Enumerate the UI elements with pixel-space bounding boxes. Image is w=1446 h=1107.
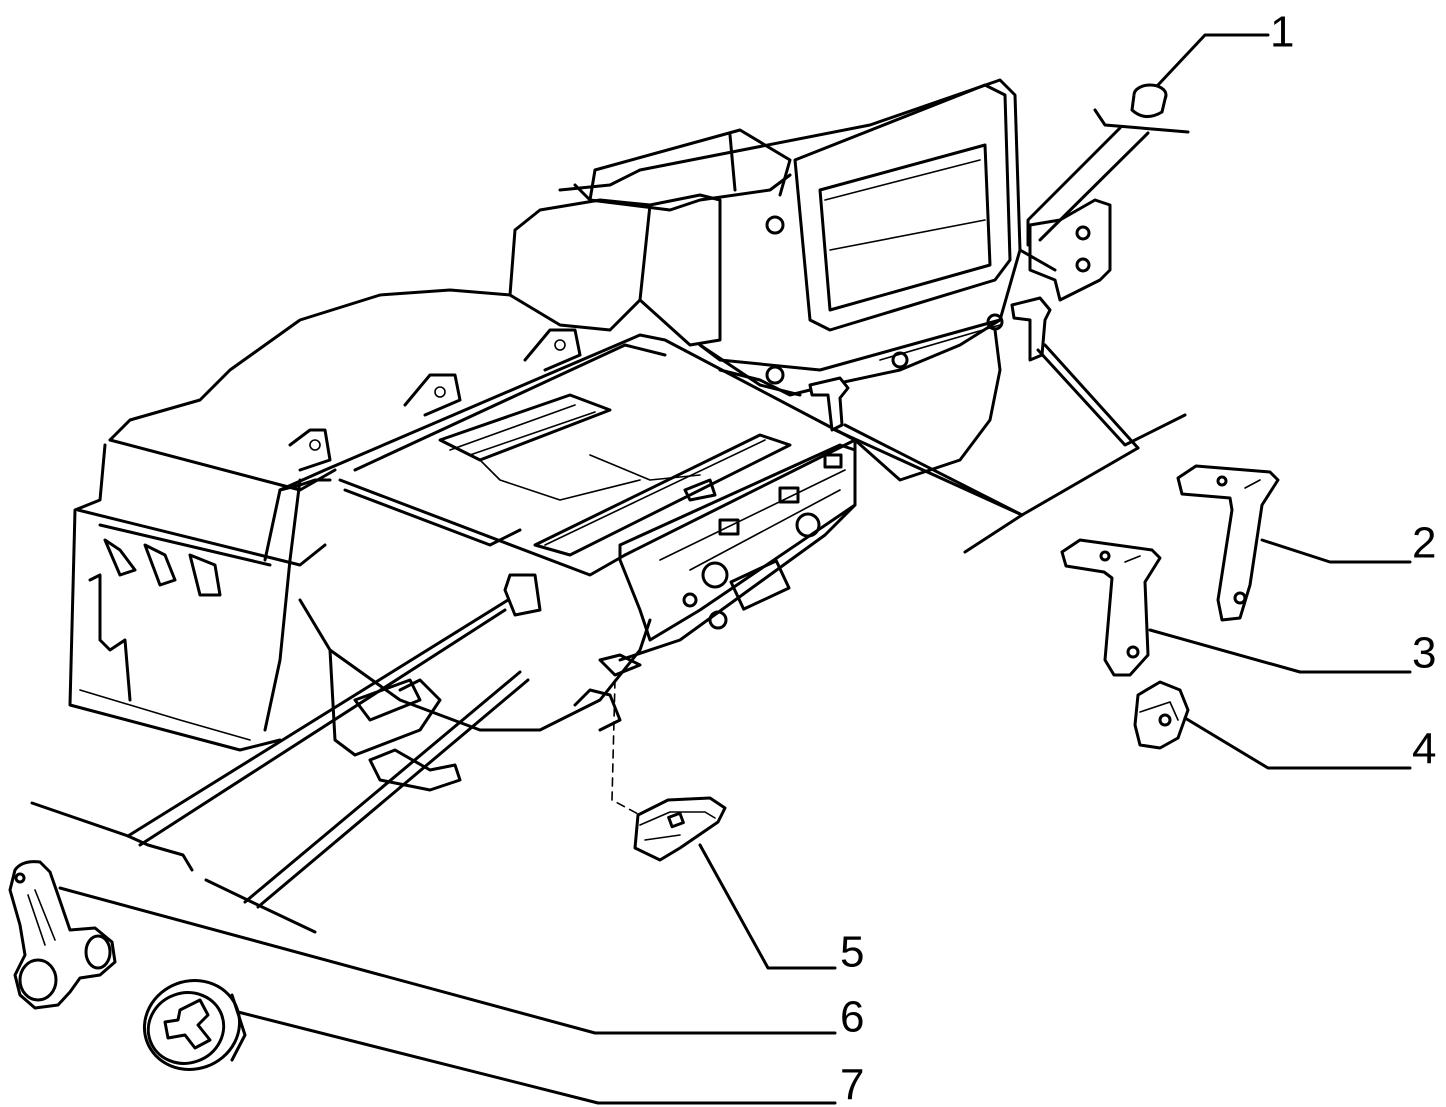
part-lever-6 [8, 860, 117, 1010]
leader-3 [1148, 628, 1412, 674]
part-spring-clip-5 [633, 796, 727, 862]
callout-leaders [58, 33, 1412, 1105]
callout-3: 3 [1412, 629, 1436, 678]
housing-clips [808, 296, 1052, 432]
callout-4: 4 [1412, 725, 1436, 774]
callout-5: 5 [840, 928, 864, 977]
part-grommet-7 [142, 979, 247, 1071]
leader-2 [1260, 538, 1412, 564]
part-plug-1 [1130, 83, 1168, 118]
leader-1 [1156, 33, 1270, 87]
part-clip-4 [1133, 680, 1190, 750]
callout-1: 1 [1270, 8, 1294, 57]
heater-housing-assembly [68, 78, 1112, 792]
leader-5 [698, 843, 837, 970]
leader-4 [1183, 716, 1412, 770]
callout-7: 7 [840, 1061, 864, 1107]
callout-numbers: 1 2 3 4 5 6 7 [840, 8, 1436, 1107]
part-bracket-3 [1060, 538, 1162, 677]
part-bracket-2 [1176, 464, 1280, 622]
callout-2: 2 [1412, 519, 1436, 568]
leader-6 [58, 886, 837, 1035]
callout-6: 6 [840, 993, 864, 1042]
leader-7 [236, 1010, 837, 1105]
assembly-indicator-lines [30, 108, 1190, 934]
